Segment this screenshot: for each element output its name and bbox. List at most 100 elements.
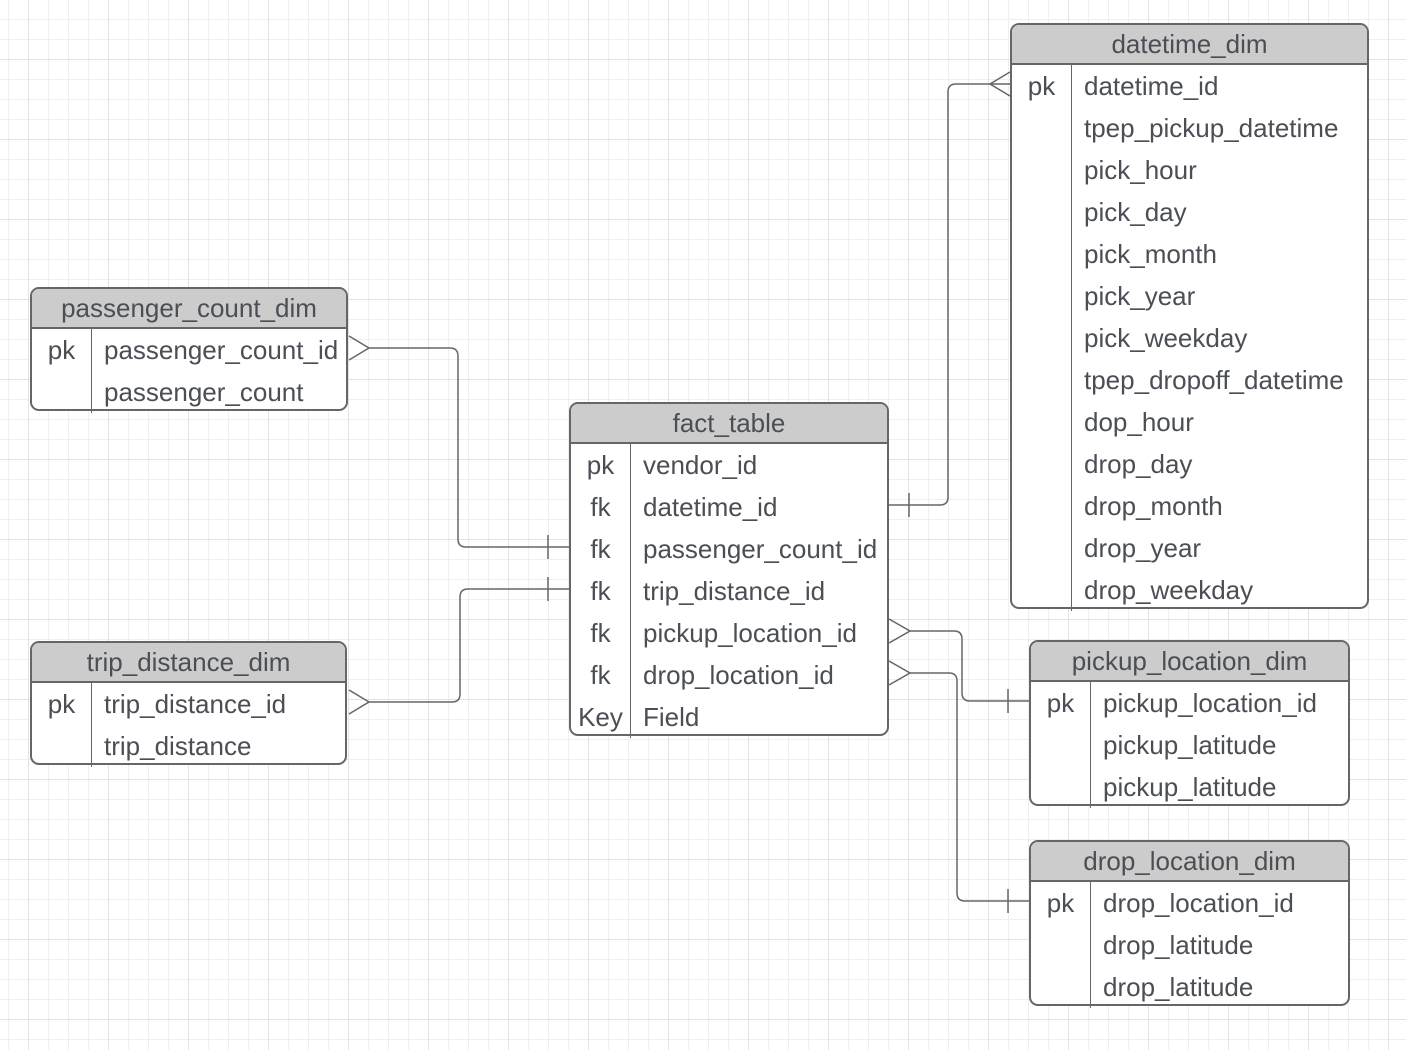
- key-cell: fk: [571, 612, 631, 654]
- key-cell: [1012, 527, 1072, 569]
- entity-title: fact_table: [571, 404, 887, 444]
- field-cell: tpep_dropoff_datetime: [1084, 364, 1344, 395]
- connector-line: [369, 347, 569, 548]
- field-cell: passenger_count_id: [643, 533, 878, 564]
- key-cell: fk: [571, 654, 631, 696]
- entity-row: pickup_latitude: [1031, 724, 1348, 766]
- entity-title: trip_distance_dim: [32, 643, 345, 683]
- relationship-passenger-count-to-fact[interactable]: [348, 335, 569, 559]
- key-cell: Key: [571, 696, 631, 738]
- entity-row: pick_hour: [1012, 149, 1367, 191]
- field-cell: pick_weekday: [1084, 322, 1248, 353]
- entity-title: pickup_location_dim: [1031, 642, 1348, 682]
- key-cell: [1031, 766, 1091, 808]
- field-cell: trip_distance_id: [643, 575, 826, 606]
- key-cell: [32, 371, 92, 413]
- entity-row: passenger_count: [32, 371, 346, 413]
- entity-row: pick_month: [1012, 233, 1367, 275]
- relationship-trip-distance-to-fact[interactable]: [348, 577, 569, 715]
- entity-title: datetime_dim: [1012, 25, 1367, 65]
- crows-foot-arrow: [348, 335, 371, 361]
- field-cell: drop_day: [1084, 448, 1193, 479]
- field-cell: datetime_id: [643, 491, 778, 522]
- relationship-fact-to-drop-location[interactable]: [888, 660, 1029, 913]
- field-cell: drop_location_id: [643, 659, 834, 690]
- key-cell: fk: [571, 570, 631, 612]
- entity-row: tpep_pickup_datetime: [1012, 107, 1367, 149]
- entity-title: passenger_count_dim: [32, 289, 346, 329]
- field-cell: drop_latitude: [1103, 971, 1254, 1002]
- entity-datetime-dim[interactable]: datetime_dim pk datetime_id tpep_pickup_d…: [1010, 23, 1369, 611]
- entity-row: fk pickup_location_id: [571, 612, 887, 654]
- crows-foot-arrow: [348, 689, 371, 715]
- connector-line: [889, 83, 1010, 506]
- field-cell: pickup_latitude: [1103, 729, 1277, 760]
- entity-row: fk passenger_count_id: [571, 528, 887, 570]
- entity-row: drop_latitude: [1031, 966, 1348, 1008]
- field-cell: drop_location_id: [1103, 887, 1294, 918]
- field-cell: pick_year: [1084, 280, 1196, 311]
- field-cell: drop_weekday: [1084, 574, 1254, 605]
- entity-row: pickup_latitude: [1031, 766, 1348, 808]
- field-cell: pick_hour: [1084, 154, 1197, 185]
- key-cell: [1012, 401, 1072, 443]
- entity-row: fk trip_distance_id: [571, 570, 887, 612]
- entity-row: drop_month: [1012, 485, 1367, 527]
- key-cell: pk: [1012, 65, 1072, 107]
- entity-row: tpep_dropoff_datetime: [1012, 359, 1367, 401]
- key-cell: [32, 725, 92, 767]
- field-cell: pickup_location_id: [1103, 687, 1317, 718]
- field-cell: datetime_id: [1084, 70, 1219, 101]
- entity-row: pick_day: [1012, 191, 1367, 233]
- entity-row: trip_distance: [32, 725, 345, 767]
- key-cell: pk: [1031, 882, 1091, 924]
- connector-line: [910, 672, 1029, 902]
- key-cell: [1031, 724, 1091, 766]
- entity-row: pick_year: [1012, 275, 1367, 317]
- entity-row: drop_day: [1012, 443, 1367, 485]
- relationship-fact-to-pickup-location[interactable]: [888, 618, 1029, 713]
- field-cell: trip_distance: [104, 730, 252, 761]
- field-cell: pickup_latitude: [1103, 771, 1277, 802]
- entity-row: drop_weekday: [1012, 569, 1367, 611]
- entity-row: pick_weekday: [1012, 317, 1367, 359]
- connector-line: [369, 588, 569, 703]
- crows-foot-arrow: [988, 71, 1011, 97]
- field-cell: pickup_location_id: [643, 617, 857, 648]
- key-cell: [1012, 569, 1072, 611]
- crows-foot-arrow: [888, 660, 912, 686]
- entity-row: fk drop_location_id: [571, 654, 887, 696]
- key-cell: pk: [32, 683, 92, 725]
- key-cell: pk: [32, 329, 92, 371]
- relationship-fact-to-datetime[interactable]: [889, 71, 1011, 517]
- key-cell: fk: [571, 528, 631, 570]
- key-cell: [1012, 233, 1072, 275]
- key-cell: [1031, 966, 1091, 1008]
- field-cell: drop_month: [1084, 490, 1223, 521]
- key-cell: [1012, 149, 1072, 191]
- key-cell: [1012, 191, 1072, 233]
- entity-drop-location-dim[interactable]: drop_location_dim pk drop_location_id dro…: [1029, 840, 1350, 1008]
- entity-row: fk datetime_id: [571, 486, 887, 528]
- key-cell: fk: [571, 486, 631, 528]
- entity-title: drop_location_dim: [1031, 842, 1348, 882]
- key-cell: [1012, 485, 1072, 527]
- entity-row: pk datetime_id: [1012, 65, 1367, 107]
- key-cell: [1012, 359, 1072, 401]
- crows-foot-arrow: [888, 618, 912, 644]
